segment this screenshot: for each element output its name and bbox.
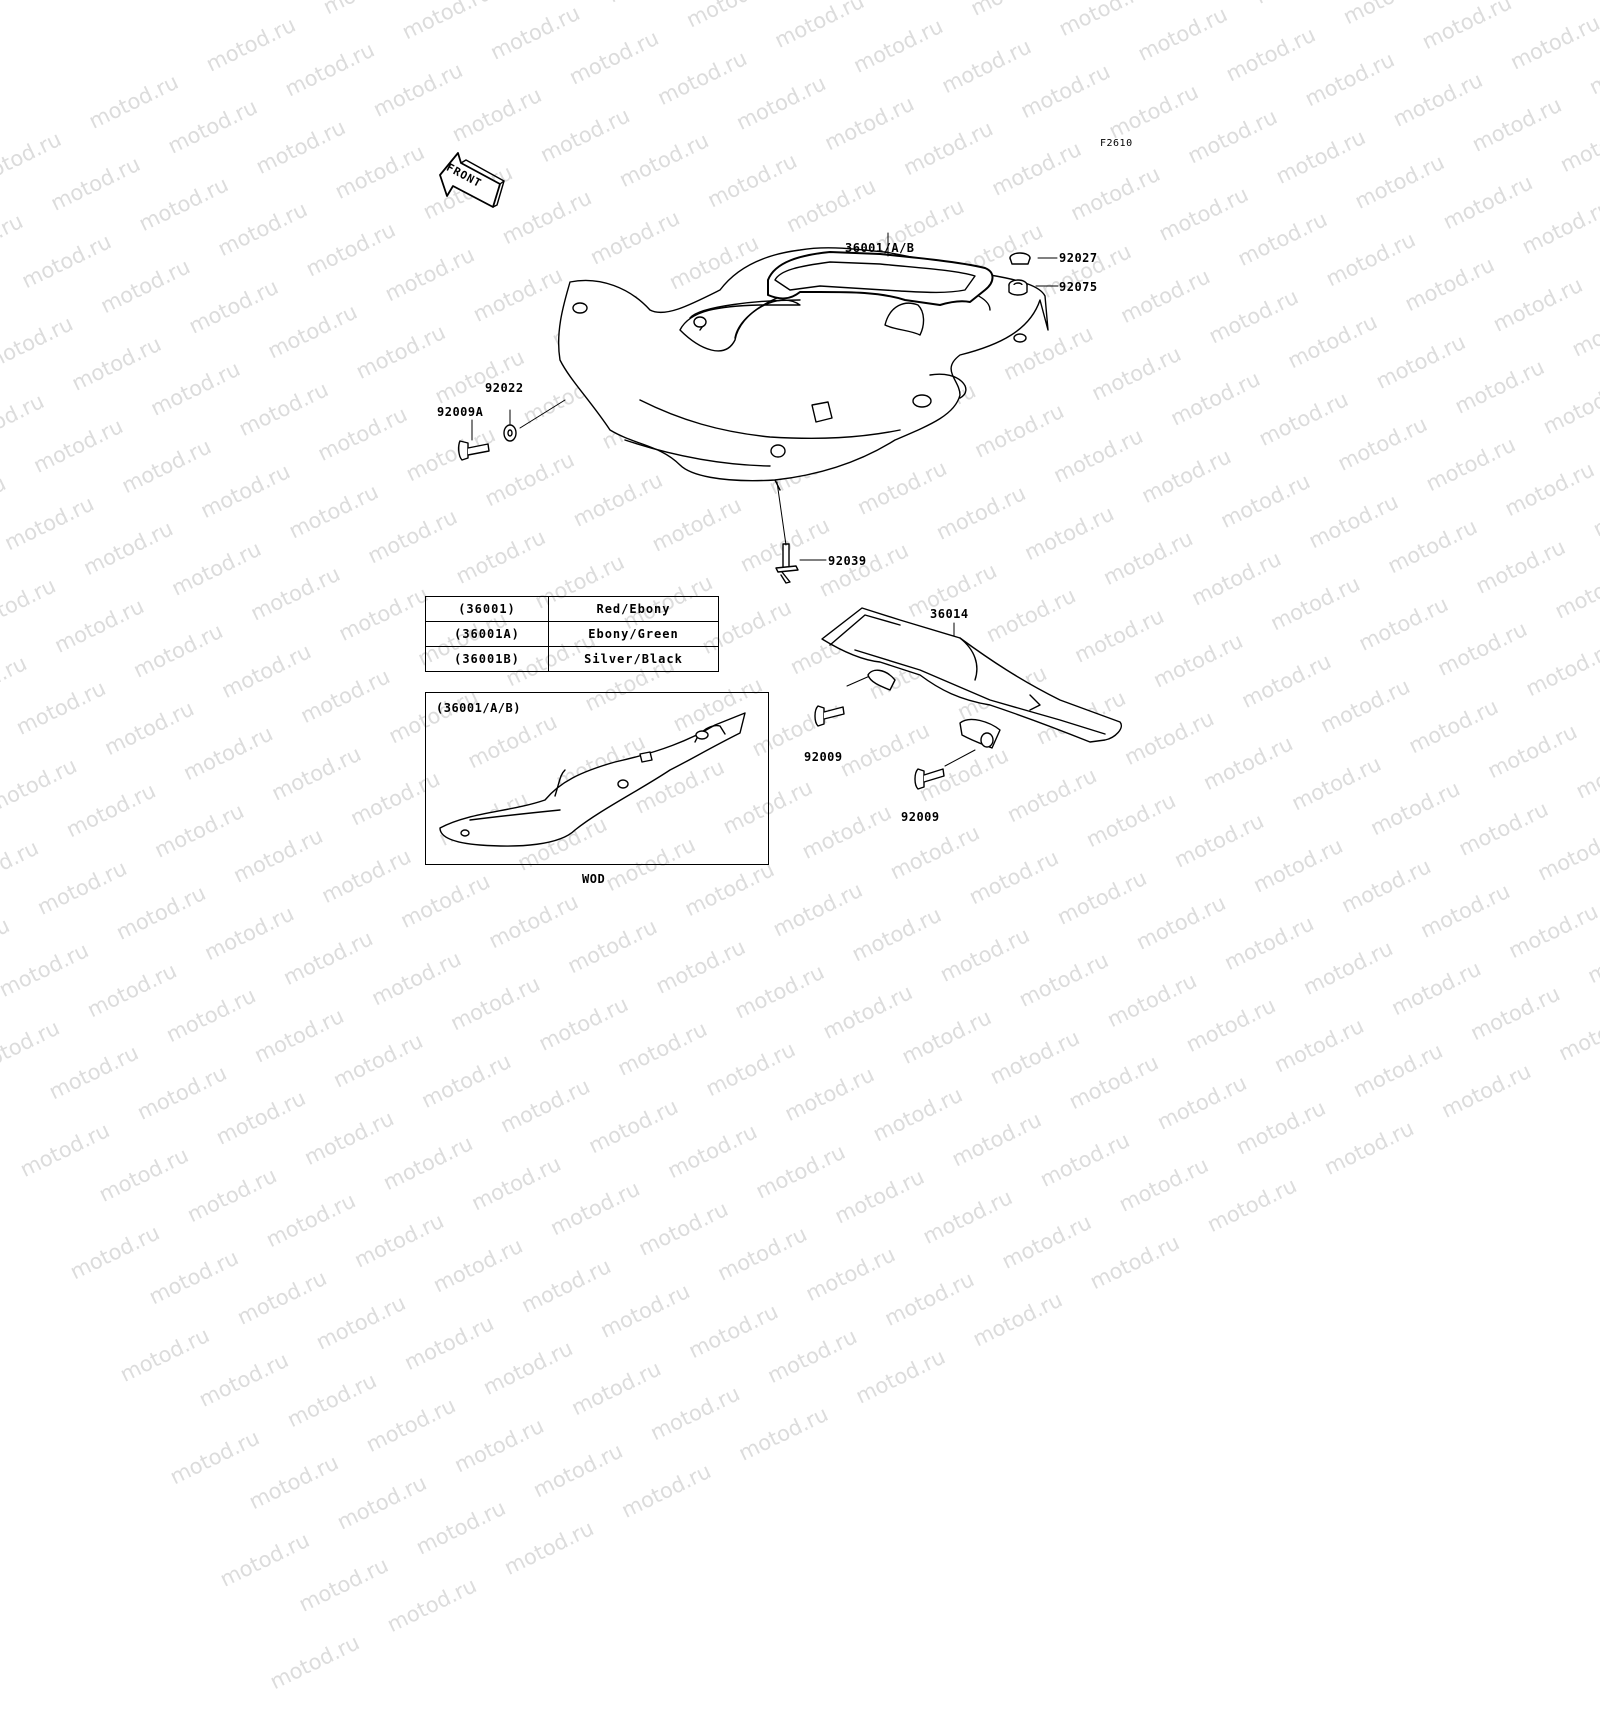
watermark-text: motod.ru bbox=[412, 1495, 510, 1560]
watermark-text: motod.ru bbox=[362, 1393, 460, 1458]
damper-cap-part bbox=[1009, 252, 1031, 265]
callout-seat-cover: 36001/A/B bbox=[845, 241, 915, 255]
watermark-text: motod.ru bbox=[233, 1265, 331, 1330]
color-table-row: (36001A) Ebony/Green bbox=[425, 621, 719, 647]
color-cell: Silver/Black bbox=[548, 646, 719, 672]
bolt-left-part bbox=[814, 705, 845, 727]
color-table: (36001) Red/Ebony (36001A) Ebony/Green (… bbox=[425, 596, 719, 672]
inset-title: (36001/A/B) bbox=[436, 701, 521, 715]
watermark-text: motod.ru bbox=[617, 1458, 715, 1523]
watermark-text: motod.ru bbox=[998, 1209, 1096, 1274]
watermark-text: motod.ru bbox=[266, 1630, 364, 1695]
watermark-text: motod.ru bbox=[713, 1221, 811, 1286]
watermark-text: motod.ru bbox=[969, 1287, 1067, 1352]
part-code-cell: (36001B) bbox=[425, 646, 549, 672]
watermark-text: motod.ru bbox=[195, 1347, 293, 1412]
watermark-text: motod.ru bbox=[295, 1552, 393, 1617]
watermark-text: motod.ru bbox=[880, 1267, 978, 1331]
callout-bolt-right: 92009 bbox=[901, 810, 940, 824]
watermark-text: motod.ru bbox=[851, 1344, 950, 1409]
watermark-text: motod.ru bbox=[500, 1516, 598, 1580]
color-table-row: (36001) Red/Ebony bbox=[425, 596, 719, 622]
front-arrow bbox=[439, 152, 505, 208]
color-table-row: (36001B) Silver/Black bbox=[425, 646, 719, 672]
watermark-text: motod.ru bbox=[312, 1290, 410, 1355]
bolt-a-part bbox=[457, 440, 490, 461]
part-code-cell: (36001) bbox=[425, 596, 549, 622]
watermark-text: motod.ru bbox=[596, 1278, 694, 1343]
callout-clip: 92039 bbox=[828, 554, 867, 568]
watermark-text: motod.ru bbox=[450, 1413, 548, 1478]
callout-damper-cap: 92027 bbox=[1059, 251, 1098, 265]
watermark-text: motod.ru bbox=[734, 1401, 832, 1466]
watermark-text: motod.ru bbox=[529, 1438, 627, 1503]
chain-guard-part bbox=[821, 607, 1122, 749]
seat-cover-part bbox=[557, 247, 1049, 491]
inset-part bbox=[439, 712, 746, 847]
watermark-text: motod.ru bbox=[429, 1233, 527, 1298]
watermark-text: motod.ru bbox=[383, 1573, 481, 1638]
clip-part bbox=[775, 543, 799, 584]
watermark-text: motod.ru bbox=[116, 1322, 214, 1387]
watermark-text: motod.ru bbox=[801, 1242, 900, 1306]
watermark-text: motod.ru bbox=[646, 1381, 744, 1446]
figure-id: F2610 bbox=[1100, 138, 1133, 149]
color-cell: Red/Ebony bbox=[548, 596, 719, 622]
color-cell: Ebony/Green bbox=[548, 621, 719, 647]
damper-ring-part bbox=[1008, 279, 1028, 296]
callout-bolt-a: 92009A bbox=[437, 405, 484, 419]
watermark-text: motod.ru bbox=[216, 1527, 314, 1592]
callout-bolt-left: 92009 bbox=[804, 750, 843, 764]
watermark-text: motod.ru bbox=[245, 1450, 343, 1515]
callout-damper-ring: 92075 bbox=[1059, 280, 1098, 294]
watermark-text: motod.ru bbox=[634, 1196, 732, 1261]
watermark-text: motod.ru bbox=[517, 1253, 615, 1318]
watermark-text: motod.ru bbox=[1086, 1230, 1184, 1295]
watermark-text: motod.ru bbox=[567, 1356, 665, 1421]
watermark-text: motod.ru bbox=[145, 1245, 243, 1310]
inset-caption: WOD bbox=[582, 872, 606, 886]
leader-lines bbox=[471, 232, 1059, 767]
watermark-text: motod.ru bbox=[350, 1208, 448, 1273]
bolt-right-part bbox=[914, 768, 945, 790]
inset-box: (36001/A/B) bbox=[425, 692, 769, 865]
callout-chain-guard: 36014 bbox=[930, 607, 969, 621]
watermark-text: motod.ru bbox=[763, 1324, 861, 1389]
washer-part bbox=[503, 424, 517, 442]
watermark-text: motod.ru bbox=[400, 1311, 498, 1375]
watermark-text: motod.ru bbox=[283, 1368, 381, 1433]
watermark-text: motod.ru bbox=[66, 1220, 164, 1285]
watermark-text: motod.ru bbox=[166, 1425, 264, 1490]
watermark-text: motod.ru bbox=[684, 1299, 782, 1364]
parts-diagram bbox=[439, 152, 1122, 847]
watermark-text: motod.ru bbox=[333, 1470, 431, 1535]
callout-washer: 92022 bbox=[485, 381, 524, 395]
part-code-cell: (36001A) bbox=[425, 621, 549, 647]
watermark-text: motod.ru bbox=[479, 1336, 577, 1400]
